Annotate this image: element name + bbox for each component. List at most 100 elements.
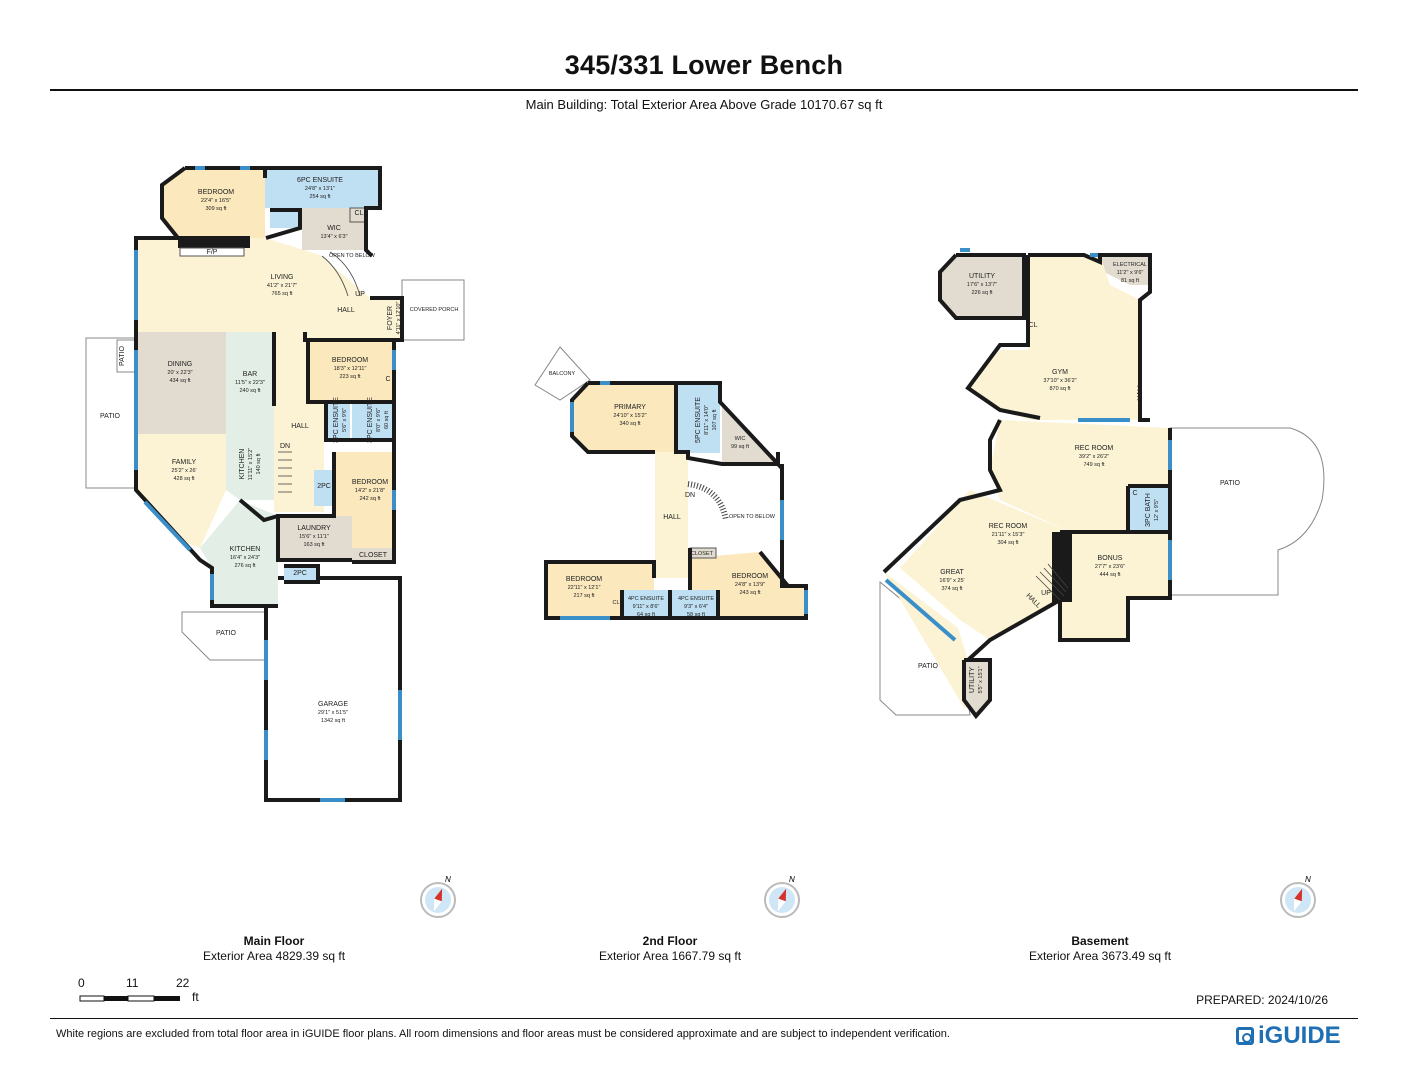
room-name: UTILITY — [969, 273, 995, 280]
room-area: 243 sq ft — [739, 590, 761, 596]
room-3pc-bath — [1128, 486, 1170, 530]
room-area: 254 sq ft — [309, 194, 331, 200]
room-3pc-ensuite-b — [352, 404, 394, 440]
room-name: PATIO — [100, 413, 121, 420]
room-bedroom-main-2 — [308, 342, 394, 402]
room-laundry — [278, 516, 352, 560]
room-name: PATIO — [918, 663, 939, 670]
wall — [265, 166, 382, 258]
room-area: 309 sq ft — [205, 206, 227, 212]
fireplace — [178, 236, 250, 248]
room-area: 223 sq ft — [339, 374, 361, 380]
room-dims: 11'11" x 15'2" — [248, 448, 254, 480]
room-label: DN — [685, 492, 695, 499]
room-area: 242 sq ft — [359, 496, 381, 502]
fireplace-hearth — [179, 247, 245, 257]
room-name: C — [1132, 490, 1137, 497]
room-label: 2PC — [293, 570, 307, 577]
room-dims: 41'2" x 21'7" — [267, 283, 297, 289]
room-dining — [136, 332, 226, 434]
room-name: HALL — [1137, 383, 1144, 401]
room-name: BONUS — [1098, 555, 1123, 562]
room-name: UP — [355, 291, 365, 298]
scale-tick-11: 11 — [126, 976, 139, 990]
room-name: PATIO — [1220, 480, 1241, 487]
room-name: 5PC ENSUITE — [695, 397, 702, 443]
room-label: HALL — [663, 514, 681, 521]
room-name: 3PC BATH — [1145, 493, 1152, 527]
room-dims: 18'3" x 12'11" — [334, 366, 367, 372]
wall — [324, 404, 394, 442]
room-name: GYM — [1052, 369, 1068, 376]
room-rec-room-1 — [990, 420, 1170, 532]
title-rule — [50, 89, 1358, 91]
room-area: 304 sq ft — [997, 540, 1019, 546]
second-floor-area: Exterior Area 1667.79 sq ft — [598, 949, 742, 963]
iguide-logo[interactable]: iGUIDE — [1236, 1022, 1341, 1050]
footer-rule — [50, 1018, 1358, 1019]
room-primary — [572, 383, 676, 452]
room-name: GARAGE — [318, 701, 348, 708]
room-label: F/P — [207, 249, 218, 256]
room-name: LIVING — [271, 274, 294, 281]
walls-basement — [882, 253, 1172, 720]
stairs-2nd — [687, 481, 729, 521]
room-name: REC ROOM — [1075, 445, 1114, 452]
room-dims: 29'1" x 51'5" — [318, 710, 348, 716]
room-dims: 11'2" x 9'6" — [1117, 270, 1144, 276]
room-name: DN — [280, 443, 290, 450]
basement-name: Basement — [1071, 934, 1129, 948]
room-name: LAUNDRY — [297, 525, 331, 532]
room-name: UP — [1041, 590, 1051, 597]
room-name: CL — [355, 210, 364, 217]
room-dims: 37'10" x 36'2" — [1043, 378, 1076, 384]
room-dims: 9'11" x 8'6" — [633, 604, 660, 610]
scale-bar — [79, 995, 180, 1002]
room-dims: 24'8" x 13'9" — [735, 582, 765, 588]
garage — [264, 576, 402, 802]
second-floor-name: 2nd Floor — [642, 934, 698, 948]
room-name: FAMILY — [172, 459, 197, 466]
room-area: 870 sq ft — [1049, 386, 1071, 392]
room-area: 217 sq ft — [573, 593, 595, 599]
room-name: BEDROOM — [352, 479, 388, 486]
room-name: 3PC ENSUITE — [367, 397, 374, 443]
wall — [303, 296, 404, 342]
room-name: BEDROOM — [566, 576, 602, 583]
room-dims: 8'11" x 14'0" — [704, 405, 710, 435]
room-dims: 39'2" x 26'2" — [1079, 454, 1109, 460]
room-area: 428 sq ft — [173, 476, 195, 482]
scale-unit: ft — [192, 990, 199, 1004]
room-area: 60 sq ft — [384, 411, 390, 430]
room-label: PATIO — [216, 630, 237, 637]
room-name: GREAT — [940, 569, 964, 576]
disclaimer: White regions are excluded from total fl… — [56, 1028, 950, 1040]
room-dims: 5'5" x 15'1" — [978, 666, 984, 693]
room-name: BALCONY — [549, 371, 576, 377]
room-label: DN — [280, 443, 290, 450]
room-5pc-ensuite — [676, 383, 720, 453]
room-name: 4PC ENSUITE — [678, 596, 714, 602]
room-name: 6PC ENSUITE — [297, 177, 343, 184]
room-label: CL — [1029, 322, 1038, 329]
room-4pc-ensuite-a — [622, 590, 670, 618]
room-2pc-a — [314, 470, 334, 506]
room-label: CLOSET — [359, 552, 388, 559]
room-label: PATIO — [918, 663, 939, 670]
room-2pc-b — [284, 566, 318, 582]
wall — [352, 340, 396, 564]
room-name: CLOSET — [359, 552, 388, 559]
